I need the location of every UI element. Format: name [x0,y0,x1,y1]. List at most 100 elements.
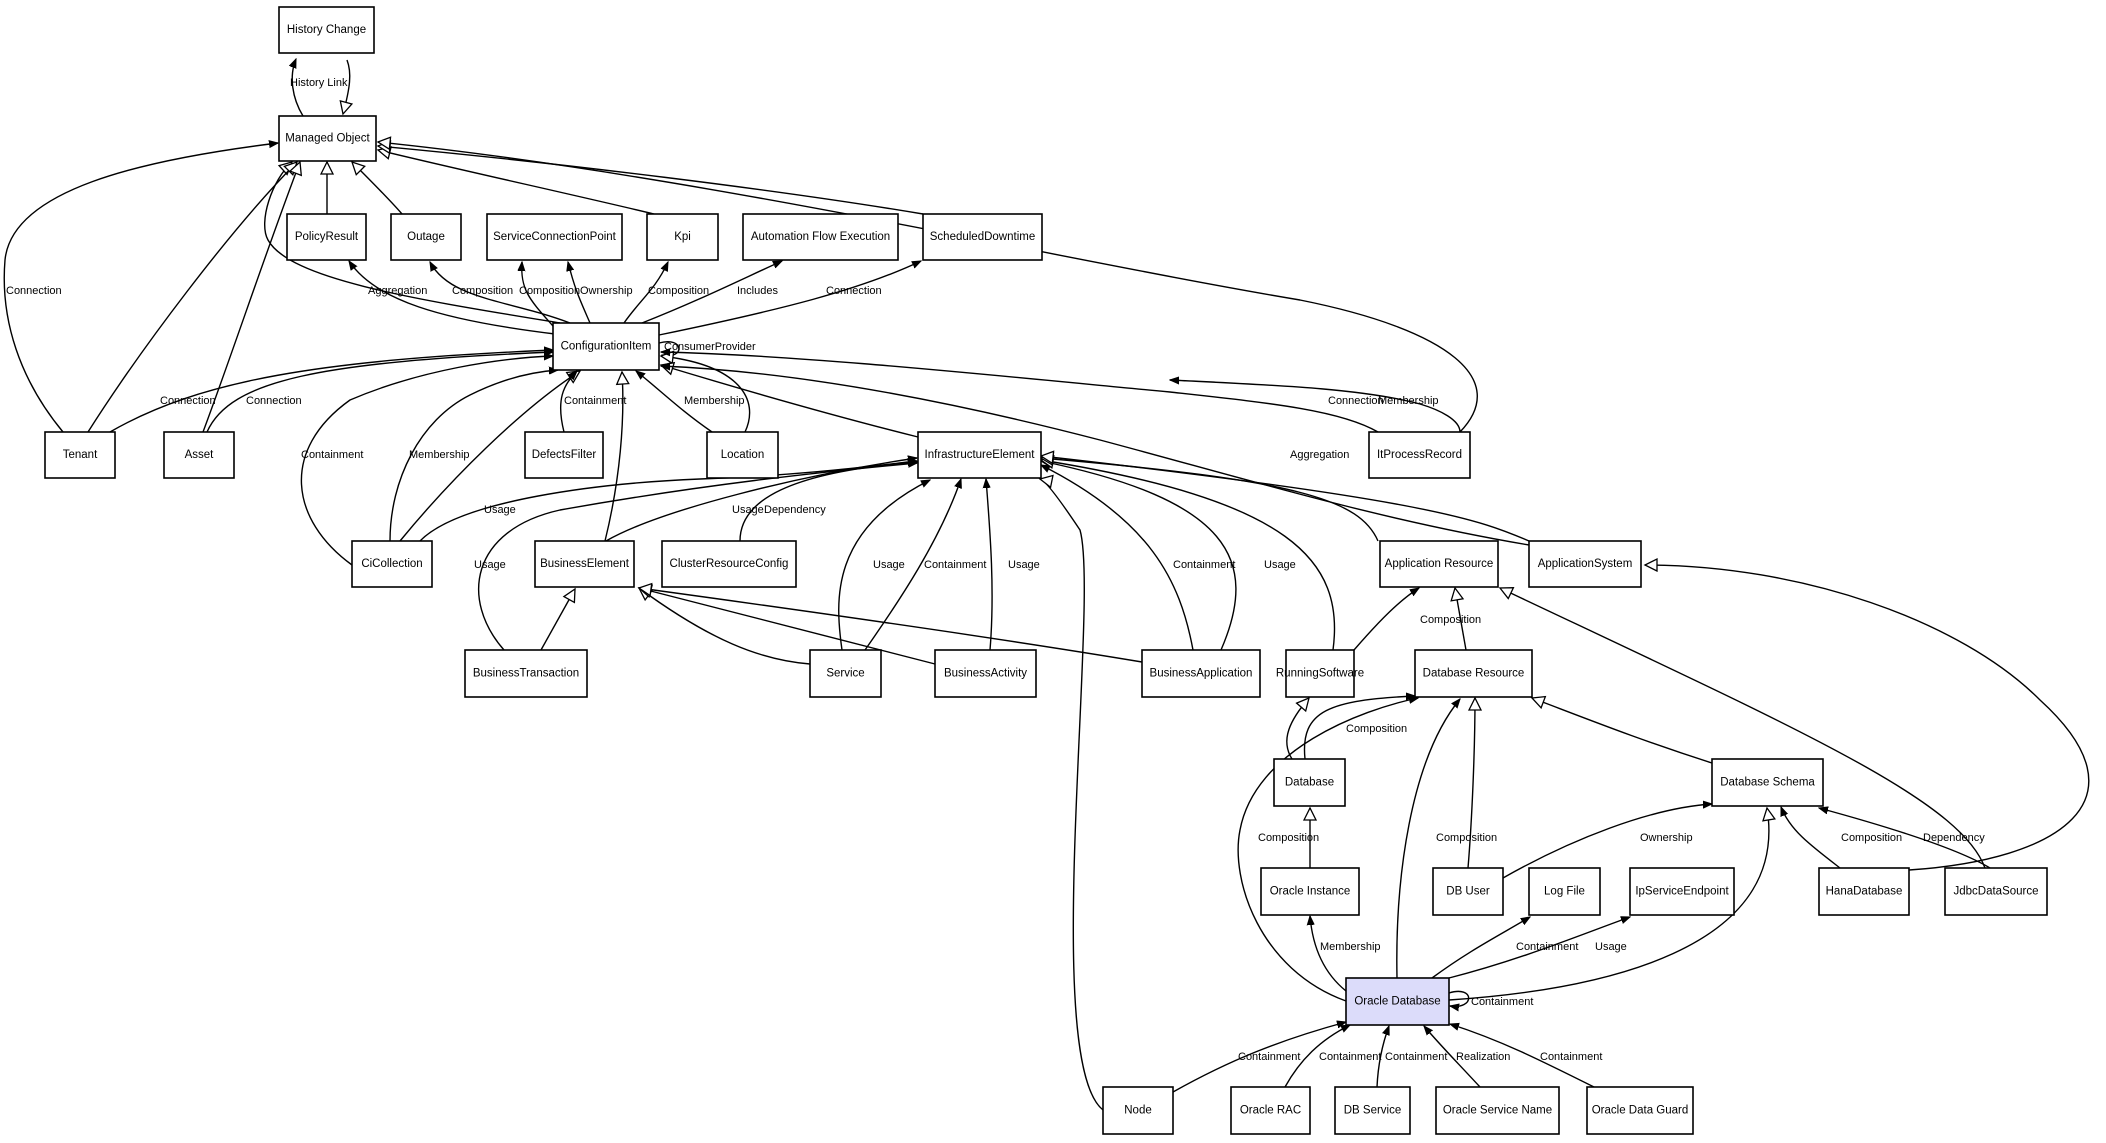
node-business-activity[interactable]: BusinessActivity [934,649,1037,698]
node-cluster-resource-config[interactable]: ClusterResourceConfig [661,540,797,588]
node-box[interactable] [1141,649,1261,698]
node-database-resource[interactable]: Database Resource [1414,649,1533,698]
node-box[interactable] [1944,867,2048,916]
node-box[interactable] [351,540,433,588]
node-oracle-database[interactable]: Oracle Database [1345,977,1450,1026]
node-ip-service-endpoint[interactable]: IpServiceEndpoint [1629,867,1735,916]
node-application-system[interactable]: ApplicationSystem [1528,540,1642,588]
node-asset[interactable]: Asset [163,431,235,479]
node-box[interactable] [1345,977,1450,1026]
node-it-process-record[interactable]: ItProcessRecord [1368,431,1471,479]
node-box[interactable] [1260,867,1360,916]
node-box[interactable] [1273,758,1346,807]
node-box[interactable] [1711,758,1824,807]
edge-ci_collection-to-configuration_item-21 [300,356,553,566]
node-box[interactable] [1285,649,1355,698]
node-db-service[interactable]: DB Service [1334,1086,1411,1135]
node-label: Location [721,449,764,461]
node-box[interactable] [1414,649,1533,698]
node-box[interactable] [278,115,377,162]
node-box[interactable] [534,540,635,588]
node-oracle-instance[interactable]: Oracle Instance [1260,867,1360,916]
node-box[interactable] [1379,540,1499,588]
node-box[interactable] [1230,1086,1311,1135]
node-box[interactable] [1432,867,1504,916]
node-box[interactable] [464,649,588,698]
node-box[interactable] [1528,867,1601,916]
node-outage[interactable]: Outage [390,213,462,261]
node-log-file[interactable]: Log File [1528,867,1601,916]
node-label: ClusterResourceConfig [670,558,789,570]
node-box[interactable] [934,649,1037,698]
node-node[interactable]: Node [1102,1086,1174,1135]
node-box[interactable] [917,431,1042,479]
node-oracle-rac[interactable]: Oracle RAC [1230,1086,1311,1135]
node-running-software[interactable]: RunningSoftware [1276,649,1364,698]
node-box[interactable] [44,431,116,479]
node-box[interactable] [524,431,604,479]
node-hana-database[interactable]: HanaDatabase [1818,867,1910,916]
node-configuration-item[interactable]: ConfigurationItem [552,322,660,371]
node-service-connection-point[interactable]: ServiceConnectionPoint [486,213,623,261]
edge-oracle_database-to-database_resource-62 [1396,699,1460,979]
node-box[interactable] [1586,1086,1694,1135]
node-box[interactable] [278,6,375,54]
edge-configuration_item-to-automation_flow_execution-16 [641,260,782,324]
node-policy-result[interactable]: PolicyResult [286,213,367,261]
node-database-schema[interactable]: Database Schema [1711,758,1824,807]
node-label: BusinessApplication [1150,668,1253,680]
node-defects-filter[interactable]: DefectsFilter [524,431,604,479]
node-ci-collection[interactable]: CiCollection [351,540,433,588]
node-box[interactable] [1334,1086,1411,1135]
node-box[interactable] [1818,867,1910,916]
node-managed-object[interactable]: Managed Object [278,115,377,162]
node-box[interactable] [742,213,899,261]
node-box[interactable] [1368,431,1471,479]
node-box[interactable] [486,213,623,261]
node-oracle-data-guard[interactable]: Oracle Data Guard [1586,1086,1694,1135]
edge-it_process_record-to-managed_object-30 [1170,380,1461,433]
node-application-resource[interactable]: Application Resource [1379,540,1499,588]
node-box[interactable] [809,649,882,698]
node-jdbc-data-source[interactable]: JdbcDataSource [1944,867,2048,916]
node-db-user[interactable]: DB User [1432,867,1504,916]
node-history-change[interactable]: History Change [278,6,375,54]
node-automation-flow-execution[interactable]: Automation Flow Execution [742,213,899,261]
node-service[interactable]: Service [809,649,882,698]
edge-business_transaction-to-infrastructure_element-35 [477,463,917,651]
node-box[interactable] [646,213,719,261]
node-box[interactable] [1435,1086,1560,1135]
node-box[interactable] [706,431,779,479]
node-business-transaction[interactable]: BusinessTransaction [464,649,588,698]
node-box[interactable] [922,213,1043,261]
node-box[interactable] [286,213,367,261]
edge-label: Containment [1319,1051,1381,1063]
edge-label: ConsumerProvider [664,341,756,353]
edge-label: Aggregation [1290,449,1349,461]
node-box[interactable] [1629,867,1735,916]
node-box[interactable] [163,431,235,479]
node-box[interactable] [390,213,462,261]
node-business-element[interactable]: BusinessElement [534,540,635,588]
node-label: Node [1124,1105,1152,1117]
node-tenant[interactable]: Tenant [44,431,116,479]
node-kpi[interactable]: Kpi [646,213,719,261]
node-infrastructure-element[interactable]: InfrastructureElement [917,431,1042,479]
edge-jdbc_data_source-to-database_schema-60 [1819,808,1991,869]
edge-business_application-to-infrastructure_element-40 [1041,464,1194,651]
node-box[interactable] [1102,1086,1174,1135]
edge-business_application-to-business_element-48 [637,582,1143,663]
node-box[interactable] [661,540,797,588]
node-business-application[interactable]: BusinessApplication [1141,649,1261,698]
node-location[interactable]: Location [706,431,779,479]
node-scheduled-downtime[interactable]: ScheduledDowntime [922,213,1043,261]
edge-label: Containment [1540,1051,1602,1063]
edge-configuration_item-to-kpi-15 [623,262,669,324]
node-oracle-service-name[interactable]: Oracle Service Name [1435,1086,1560,1135]
node-box[interactable] [552,322,660,371]
node-database[interactable]: Database [1273,758,1346,807]
node-box[interactable] [1528,540,1642,588]
edge-running_software-to-application_resource-49 [1353,588,1419,651]
edge-label: Containment [1385,1051,1447,1063]
